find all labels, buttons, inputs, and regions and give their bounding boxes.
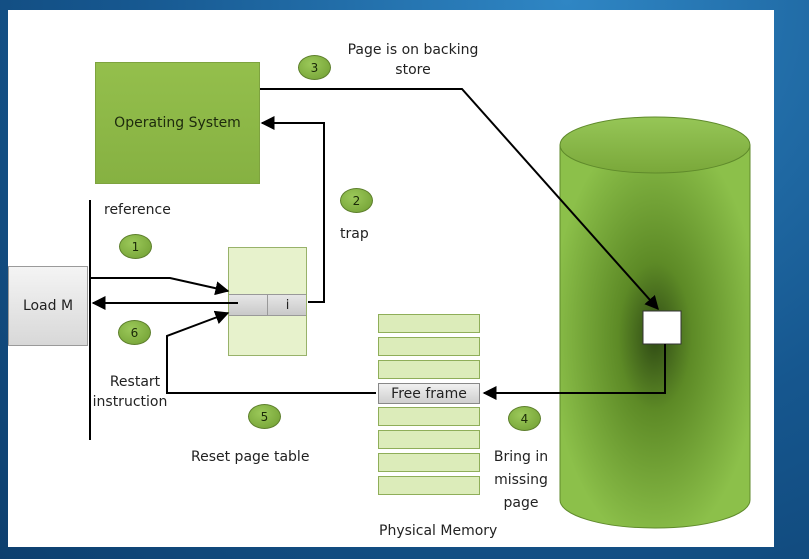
restart-line-1: Restart xyxy=(109,374,161,390)
physical-memory-label: Physical Memory xyxy=(379,523,498,539)
page-table: i xyxy=(228,247,307,356)
reference-label: reference xyxy=(104,202,171,218)
backing-store-line-1: Page is on backing xyxy=(347,42,479,58)
bring-in-line-3: page xyxy=(503,495,539,511)
step-3-badge: 3 xyxy=(298,55,331,80)
load-m-label: Load M xyxy=(22,298,74,314)
free-frame: Free frame xyxy=(378,383,480,404)
memory-frame xyxy=(378,407,480,426)
memory-frame xyxy=(378,476,480,495)
invalid-bit: i xyxy=(285,297,290,313)
memory-frame xyxy=(378,360,480,379)
step-2-badge: 2 xyxy=(340,188,373,213)
memory-frame xyxy=(378,453,480,472)
operating-system-box: Operating System xyxy=(95,62,260,184)
backing-store-label: Page is on backing store xyxy=(338,40,488,80)
memory-frame xyxy=(378,430,480,449)
step-6-badge: 6 xyxy=(118,320,151,345)
page-table-divider xyxy=(267,295,268,315)
backing-store-line-2: store xyxy=(395,62,431,78)
operating-system-label: Operating System xyxy=(114,115,241,131)
bring-in-line-1: Bring in xyxy=(493,449,549,465)
step-1-badge: 1 xyxy=(119,234,152,259)
bring-in-line-2: missing xyxy=(494,472,548,488)
restart-line-2: instruction xyxy=(92,394,168,410)
slide-canvas: Operating System Load M i Free frame ref… xyxy=(8,10,774,547)
memory-frame xyxy=(378,314,480,333)
free-frame-label: Free frame xyxy=(391,385,467,402)
step-4-badge: 4 xyxy=(508,406,541,431)
reset-page-table-label: Reset page table xyxy=(191,449,310,465)
bring-in-label: Bring in missing page xyxy=(486,446,556,515)
page-table-entry: i xyxy=(229,294,306,316)
restart-instruction-label: Restart instruction xyxy=(88,372,172,412)
step-5-badge: 5 xyxy=(248,404,281,429)
memory-frame xyxy=(378,337,480,356)
load-m-box: Load M xyxy=(8,266,88,346)
trap-label: trap xyxy=(340,226,369,242)
